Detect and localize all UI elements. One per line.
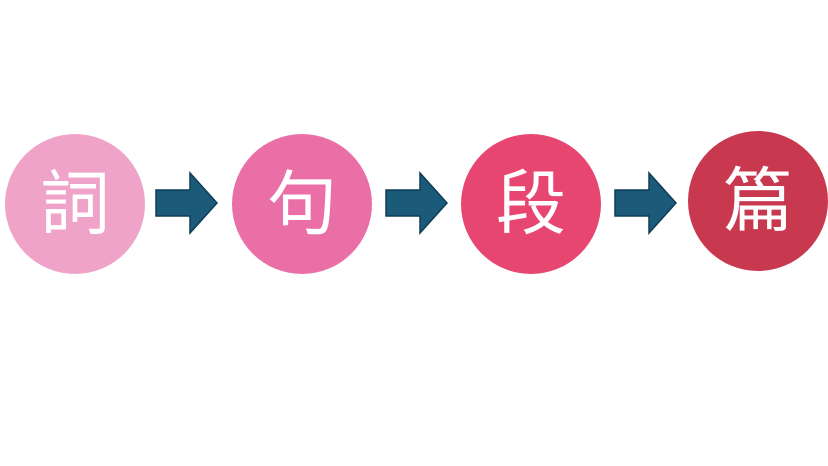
node-sentence: 句 (232, 134, 372, 274)
node-article-label: 篇 (723, 160, 793, 242)
arrow-right-icon (155, 171, 219, 235)
node-paragraph-label: 段 (496, 163, 566, 245)
node-paragraph: 段 (461, 134, 601, 274)
arrow-right-icon (385, 171, 449, 235)
node-word: 詞 (5, 134, 145, 274)
node-word-label: 詞 (40, 163, 110, 245)
node-sentence-label: 句 (267, 163, 337, 245)
node-article: 篇 (688, 131, 828, 271)
arrow-right-icon (614, 171, 678, 235)
